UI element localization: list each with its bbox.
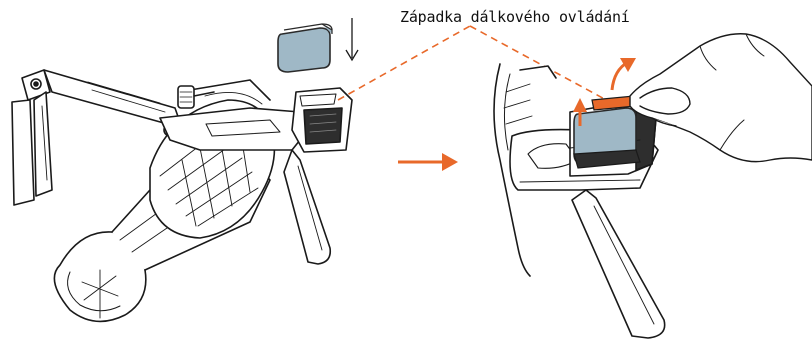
insert-down-arrow bbox=[346, 18, 358, 60]
transition-arrow bbox=[398, 153, 458, 171]
callout-leader-lines bbox=[338, 26, 610, 102]
lift-curved-arrow bbox=[612, 58, 636, 90]
motor-housing bbox=[150, 80, 274, 238]
handle-grip bbox=[284, 150, 330, 264]
gimbal-assembly-left bbox=[12, 70, 352, 321]
closeup-handle bbox=[572, 190, 665, 338]
tripod-leg bbox=[12, 70, 52, 205]
remote-latch-label: Západka dálkového ovládání bbox=[400, 8, 630, 26]
remote-module-installed bbox=[574, 108, 640, 168]
remote-module-loose bbox=[278, 24, 332, 72]
hand bbox=[630, 34, 812, 162]
mount-plate bbox=[160, 108, 308, 150]
